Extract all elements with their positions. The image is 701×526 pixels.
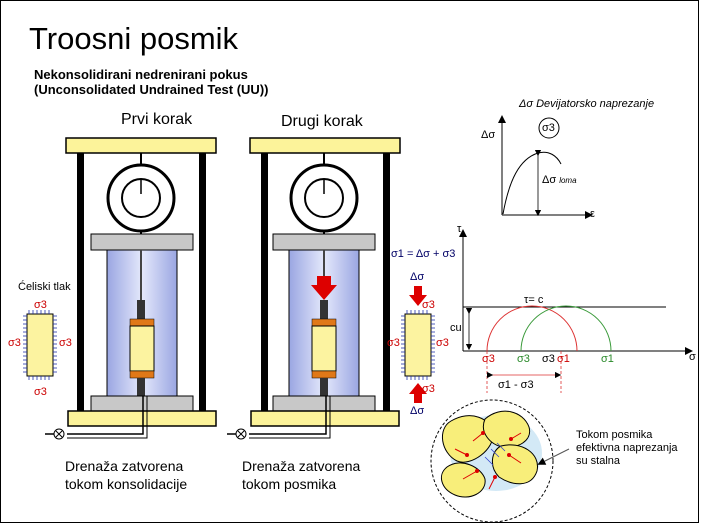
- delta-sigma-bottom-label: Δσ: [410, 405, 425, 417]
- slide-title: Troosni posmik: [29, 21, 239, 56]
- mohr-diff-label: σ1 - σ3: [498, 379, 534, 391]
- subtitle-line-2: (Unconsolidated Undrained Test (UU)): [34, 82, 269, 97]
- cell-pressure-label: Ćeliski tlak: [18, 281, 71, 293]
- stress-strain-x-label: ε: [590, 208, 595, 220]
- sigma1-equation: σ1 = Δσ + σ3: [391, 248, 456, 260]
- apparatus-step1: [45, 137, 217, 440]
- drainage-caption-2-line-1: Drenaža zatvorena: [242, 458, 361, 474]
- mohr-tick-sigma3-green: σ3: [517, 353, 530, 365]
- apparatus-step2: [227, 137, 401, 440]
- step2-label: Drugi korak: [281, 113, 363, 130]
- particle-assembly: [430, 399, 570, 523]
- failure-label: Δσ loma: [542, 174, 577, 186]
- element-cell-pressure: [23, 310, 57, 380]
- sigma3-bottom-right: σ3: [422, 383, 435, 395]
- drainage-caption-1-line-2: tokom konsolidacije: [65, 476, 188, 492]
- delta-sigma-top-label: Δσ: [410, 271, 425, 283]
- delta-sigma-arrow-top: [409, 286, 427, 306]
- drainage-caption-1-line-1: Drenaža zatvorena: [65, 458, 184, 474]
- mohr-tick-sigma3: σ3: [542, 353, 555, 365]
- sigma3-left-left: σ3: [8, 337, 21, 349]
- mohr-x-label: σ: [689, 351, 696, 363]
- confining-label: σ3: [542, 122, 555, 134]
- particles-note: Tokom posmika efektivna naprezanja su st…: [576, 429, 678, 468]
- mohr-tick-sigma1-green: σ1: [601, 353, 614, 365]
- drainage-caption-1: Drenaža zatvorena tokom konsolidacije: [65, 457, 187, 493]
- sigma3-top-left: σ3: [34, 299, 47, 311]
- delta-sigma-arrow-bottom: [409, 383, 427, 403]
- sigma3-right-left: σ3: [59, 337, 72, 349]
- mohr-diagram: [459, 229, 693, 393]
- particles-note-line-2: efektivna naprezanja: [576, 442, 678, 454]
- sigma3-left-right: σ3: [387, 337, 400, 349]
- particles-note-line-1: Tokom posmika: [576, 429, 653, 441]
- drainage-caption-2: Drenaža zatvorena tokom posmika: [242, 457, 360, 493]
- stress-strain-y-label: Δσ: [481, 129, 496, 141]
- particles-note-line-3: su stalna: [576, 455, 621, 467]
- cu-label: cu: [450, 322, 462, 334]
- stress-strain-plot: [498, 115, 593, 219]
- mohr-tick-sigma3-red: σ3: [482, 353, 495, 365]
- sigma3-right-right: σ3: [436, 337, 449, 349]
- sigma3-bottom-left: σ3: [34, 386, 47, 398]
- step1-label: Prvi korak: [121, 111, 193, 128]
- tau-eq-label: τ= c: [524, 294, 544, 306]
- element-deviator: [401, 286, 435, 403]
- mohr-tick-sigma1-red: σ1: [557, 353, 570, 365]
- drainage-caption-2-line-2: tokom posmika: [242, 476, 337, 492]
- mohr-y-label: τ: [457, 223, 462, 235]
- deviator-caption: Δσ Devijatorsko naprezanje: [519, 98, 655, 110]
- subtitle-line-1: Nekonsolidirani nedrenirani pokus: [34, 67, 248, 82]
- sigma3-top-right: σ3: [422, 299, 435, 311]
